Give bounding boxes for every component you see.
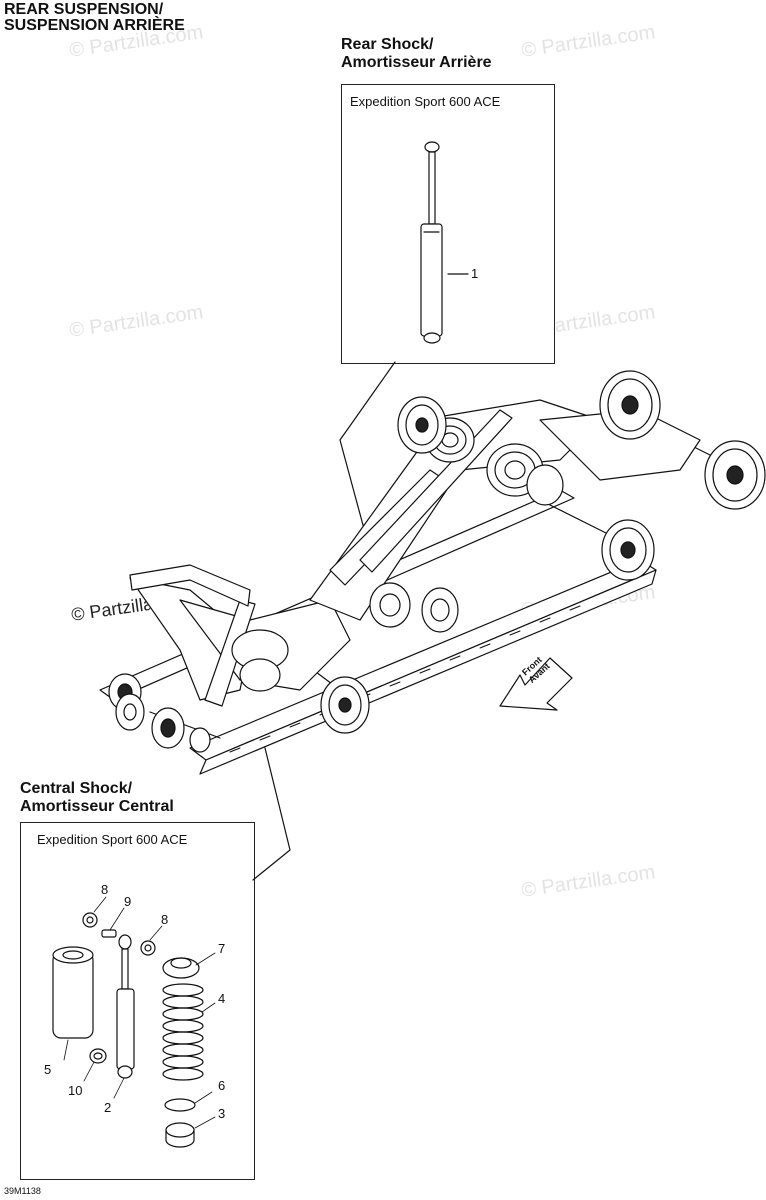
idler-wheel	[397, 396, 447, 454]
central-shock-leader-line	[252, 747, 291, 881]
callout-2: 2	[104, 1100, 112, 1115]
part-2-central-shock	[116, 934, 135, 1079]
idler-wheel	[151, 707, 185, 749]
part-7-spring-seat	[162, 957, 200, 979]
idler-wheel	[601, 519, 655, 581]
idler-wheel	[369, 582, 411, 628]
part-8-bushing	[140, 940, 156, 956]
callout-3: 3	[218, 1106, 226, 1121]
part-4-spring	[162, 983, 204, 1081]
idler-wheel	[320, 676, 370, 734]
idler-wheel	[115, 693, 145, 731]
front-direction-arrow	[499, 657, 573, 711]
rear-shock-model-label: Expedition Sport 600 ACE	[350, 94, 501, 109]
central-shock-title-line2: Amortisseur Central	[20, 798, 174, 815]
rear-shock-title-line1: Rear Shock/	[341, 36, 434, 53]
callout-5: 5	[44, 1062, 52, 1077]
diagram-title-line1: REAR SUSPENSION/	[4, 1, 164, 18]
callout-7: 7	[218, 941, 226, 956]
diagram-title-line2: SUSPENSION ARRIÈRE	[4, 17, 185, 34]
idler-wheel	[599, 370, 661, 440]
callout-8: 8	[101, 882, 109, 897]
part-6-ring	[164, 1098, 196, 1112]
part-8-bushing	[82, 912, 98, 928]
idler-wheel	[704, 440, 766, 510]
central-shock-model-label: Expedition Sport 600 ACE	[37, 832, 188, 847]
slide-rail-assembly	[99, 370, 766, 775]
idler-wheel	[421, 587, 459, 633]
diagram-title: REAR SUSPENSION/ SUSPENSION ARRIÈRE	[4, 2, 185, 34]
callout-8: 8	[161, 912, 169, 927]
callout-9: 9	[124, 894, 132, 909]
rear-shock-title-line2: Amortisseur Arrière	[341, 54, 492, 71]
callout-6: 6	[218, 1078, 226, 1093]
idler-wheel	[189, 727, 211, 753]
diagram-code: 39M1138	[4, 1186, 41, 1196]
central-shock-title: Central Shock/ Amortisseur Central	[20, 780, 174, 816]
callout-10: 10	[68, 1083, 83, 1098]
part-3-retainer	[165, 1122, 195, 1148]
part-9-pin	[101, 929, 117, 938]
part-10-bushing	[89, 1048, 107, 1064]
callout-leaders	[63, 896, 216, 1129]
rear-shock-part	[420, 141, 469, 344]
part-5-bumper	[52, 946, 94, 1039]
callout-1: 1	[471, 266, 479, 281]
central-shock-title-line1: Central Shock/	[20, 780, 133, 797]
rear-shock-title: Rear Shock/ Amortisseur Arrière	[341, 36, 492, 72]
rear-shock-bellows	[425, 417, 564, 506]
callout-4: 4	[218, 991, 226, 1006]
rear-shock-panel: Expedition Sport 600 ACE	[341, 84, 555, 364]
